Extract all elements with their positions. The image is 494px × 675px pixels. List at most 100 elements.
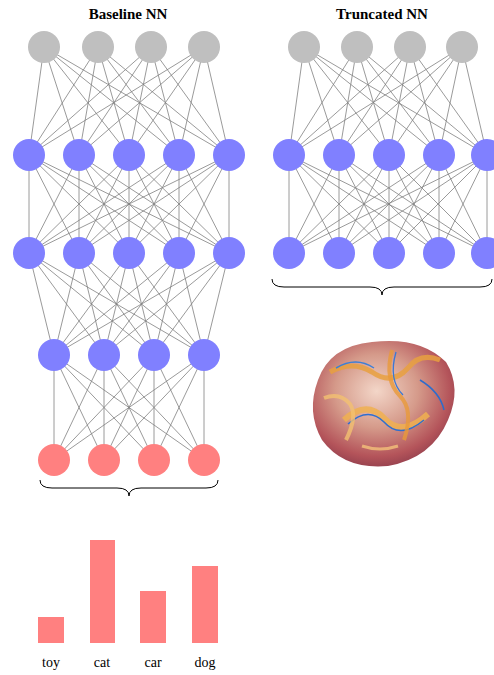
neuron	[213, 139, 245, 171]
neuron	[113, 237, 145, 269]
weight-line	[54, 253, 129, 355]
bar	[38, 617, 64, 643]
weight-line	[54, 253, 179, 355]
weight-line	[44, 47, 229, 155]
neuron	[471, 237, 494, 269]
class-label: car	[144, 655, 161, 670]
bar	[90, 540, 115, 643]
neuron	[163, 237, 195, 269]
neuron	[288, 31, 320, 63]
weight-line	[357, 47, 487, 155]
weight-line	[79, 47, 98, 155]
weight-line	[54, 355, 204, 460]
weight-line	[151, 47, 229, 155]
weight-line	[79, 155, 229, 253]
weight-line	[410, 47, 487, 155]
bar-chart	[38, 540, 218, 643]
weight-line	[304, 47, 487, 155]
weight-line	[79, 155, 229, 253]
weight-line	[289, 155, 439, 253]
neuron	[323, 139, 355, 171]
weight-line	[339, 155, 487, 253]
neuron	[135, 31, 167, 63]
weight-line	[357, 47, 439, 155]
neuron	[138, 444, 170, 476]
weight-line	[439, 47, 462, 155]
weight-line	[339, 47, 462, 155]
panel-title: Truncated NN	[336, 6, 428, 23]
weight-line	[339, 155, 487, 253]
neuron	[423, 139, 455, 171]
weight-line	[339, 47, 357, 155]
weight-line	[389, 155, 439, 253]
weight-line	[439, 155, 487, 253]
weight-line	[54, 355, 104, 460]
neuron	[471, 139, 494, 171]
weight-line	[304, 47, 339, 155]
weight-line	[29, 253, 104, 355]
neuron	[88, 339, 120, 371]
weight-line	[29, 47, 44, 155]
weight-line	[289, 47, 410, 155]
weight-line	[29, 253, 154, 355]
weight-line	[289, 47, 304, 155]
bracket	[272, 279, 492, 295]
neuron	[446, 31, 478, 63]
weight-line	[389, 155, 439, 253]
neuron	[273, 139, 305, 171]
weight-line	[179, 155, 229, 253]
weight-line	[29, 47, 204, 155]
weight-line	[179, 47, 204, 155]
weight-line	[29, 155, 79, 253]
neuron	[323, 237, 355, 269]
neuron	[188, 31, 220, 63]
neuron	[373, 237, 405, 269]
neuron-circles	[13, 31, 494, 476]
neuron	[13, 139, 45, 171]
neuron	[213, 237, 245, 269]
weight-line	[98, 47, 229, 155]
neuron	[394, 31, 426, 63]
weight-line	[204, 47, 229, 155]
neuron	[341, 31, 373, 63]
weight-line	[154, 253, 229, 355]
weight-line	[29, 47, 98, 155]
weight-line	[410, 47, 439, 155]
weight-line	[289, 155, 439, 253]
bar	[192, 566, 218, 643]
neuron	[38, 444, 70, 476]
weight-line	[289, 47, 357, 155]
weight-line	[289, 47, 462, 155]
neuron	[13, 237, 45, 269]
weight-line	[462, 47, 487, 155]
weight-line	[54, 355, 104, 460]
class-label: toy	[42, 655, 60, 670]
weight-line	[179, 155, 229, 253]
neuron	[373, 139, 405, 171]
weight-line	[357, 47, 389, 155]
neuron	[138, 339, 170, 371]
weight-line	[44, 47, 79, 155]
weight-line	[289, 155, 339, 253]
weight-line	[98, 47, 129, 155]
bracket	[40, 480, 218, 496]
weight-line	[44, 47, 179, 155]
weight-line	[29, 47, 151, 155]
weight-line	[151, 47, 179, 155]
weight-line	[79, 47, 204, 155]
neuron	[423, 237, 455, 269]
panel-title: Baseline NN	[89, 6, 168, 23]
weight-line	[154, 355, 204, 460]
weight-line	[154, 355, 204, 460]
weight-line	[439, 155, 487, 253]
neuron	[113, 139, 145, 171]
weight-line	[389, 47, 462, 155]
bar	[140, 591, 166, 643]
neuron	[82, 31, 114, 63]
class-label: cat	[94, 655, 110, 670]
neuron	[163, 139, 195, 171]
neuron	[88, 444, 120, 476]
neuron	[63, 237, 95, 269]
class-label: dog	[195, 655, 216, 670]
